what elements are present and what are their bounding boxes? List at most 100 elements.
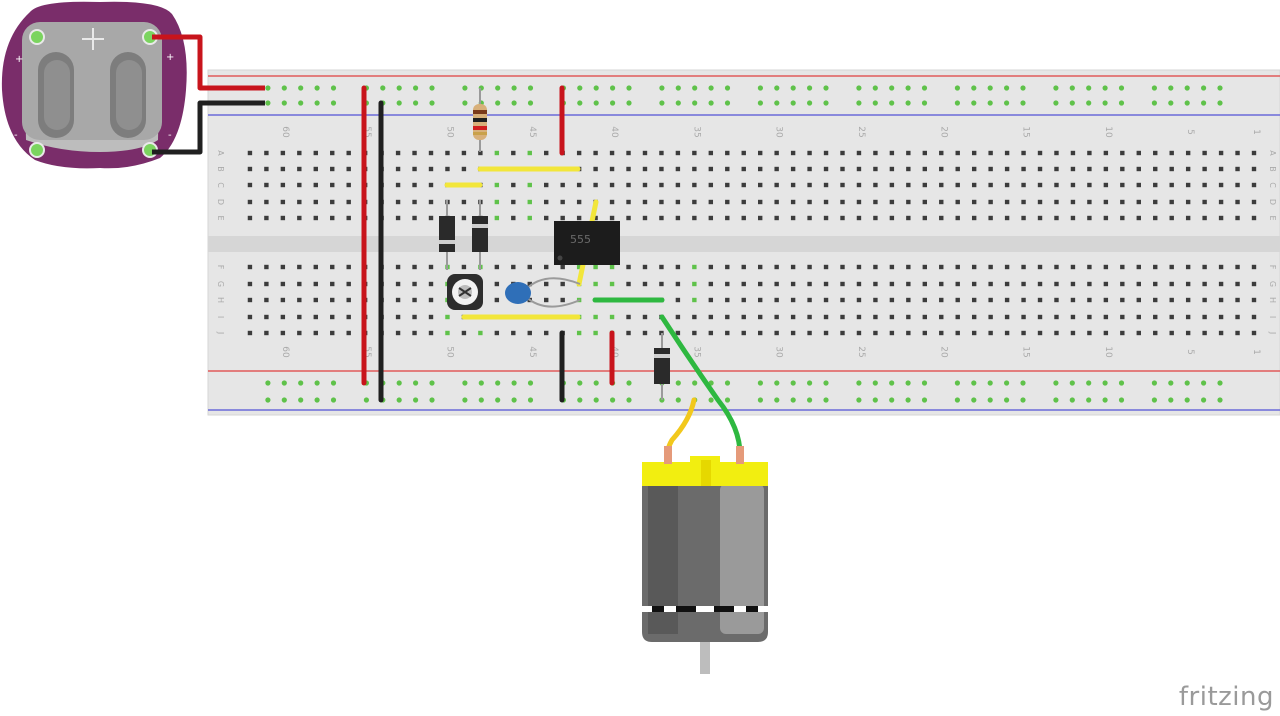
breadboard-hole[interactable] [741,215,746,221]
breadboard-hole[interactable] [478,330,483,336]
breadboard-hole[interactable] [313,182,318,188]
breadboard-hole[interactable] [774,264,779,270]
breadboard-hole[interactable] [1120,297,1125,303]
rail-hole[interactable] [1020,380,1026,386]
breadboard-hole[interactable] [774,199,779,205]
breadboard-hole[interactable] [428,264,434,270]
breadboard-hole[interactable] [1021,215,1026,221]
breadboard-hole[interactable] [280,281,286,287]
breadboard-hole[interactable] [593,314,598,320]
rail-hole[interactable] [757,85,764,91]
breadboard-hole[interactable] [873,281,878,287]
dc-motor[interactable] [642,446,768,674]
breadboard-hole[interactable] [247,182,253,188]
rail-hole[interactable] [363,397,369,403]
breadboard-hole[interactable] [280,215,286,221]
rail-hole[interactable] [1118,85,1125,91]
breadboard-hole[interactable] [1070,330,1076,336]
rail-hole[interactable] [429,397,435,403]
breadboard-hole[interactable] [264,330,269,336]
breadboard-hole[interactable] [971,182,977,188]
breadboard-hole[interactable] [840,182,845,188]
rail-hole[interactable] [659,100,665,106]
breadboard-hole[interactable] [955,297,960,303]
breadboard-hole[interactable] [955,281,960,287]
breadboard-hole[interactable] [642,281,648,287]
breadboard-hole[interactable] [264,199,269,205]
breadboard-hole[interactable] [395,150,401,156]
rail-hole[interactable] [1086,380,1092,386]
breadboard-hole[interactable] [922,215,927,221]
breadboard-hole[interactable] [922,314,927,320]
breadboard-hole[interactable] [708,314,714,320]
breadboard-hole[interactable] [1136,182,1141,188]
rail-hole[interactable] [462,397,468,403]
breadboard-hole[interactable] [741,314,746,320]
rail-hole[interactable] [1168,100,1174,106]
breadboard-hole[interactable] [1103,314,1109,320]
breadboard-hole[interactable] [560,182,565,188]
breadboard-hole[interactable] [725,199,730,205]
breadboard-hole[interactable] [511,215,516,221]
rail-hole[interactable] [790,397,796,403]
breadboard-hole[interactable] [527,182,532,188]
breadboard-hole[interactable] [264,314,269,320]
breadboard-hole[interactable] [346,330,351,336]
breadboard-hole[interactable] [1021,264,1026,270]
breadboard-hole[interactable] [906,199,911,205]
breadboard-hole[interactable] [609,215,615,221]
breadboard-hole[interactable] [659,182,664,188]
breadboard-hole[interactable] [906,150,911,156]
breadboard-hole[interactable] [330,199,335,205]
rail-hole[interactable] [675,100,681,106]
rail-hole[interactable] [872,397,878,403]
breadboard-hole[interactable] [922,182,927,188]
rail-hole[interactable] [872,100,878,106]
rail-hole[interactable] [314,397,320,403]
battery-black-lead[interactable] [152,100,265,155]
breadboard-hole[interactable] [1251,281,1257,287]
rail-hole[interactable] [987,380,993,386]
breadboard-hole[interactable] [955,215,960,221]
breadboard-hole[interactable] [955,199,960,205]
breadboard-hole[interactable] [774,281,779,287]
rail-hole[interactable] [790,380,796,386]
breadboard-hole[interactable] [1037,281,1043,287]
rail-hole[interactable] [790,100,796,106]
rail-hole[interactable] [1020,85,1026,91]
breadboard-hole[interactable] [725,215,730,221]
breadboard-hole[interactable] [790,182,796,188]
breadboard-hole[interactable] [988,199,993,205]
breadboard-hole[interactable] [971,199,977,205]
breadboard-hole[interactable] [1021,166,1026,172]
breadboard-hole[interactable] [856,215,862,221]
rail-hole[interactable] [380,85,386,91]
breadboard-hole[interactable] [873,199,878,205]
breadboard-hole[interactable] [1136,281,1141,287]
breadboard-hole[interactable] [461,150,467,156]
breadboard-hole[interactable] [395,281,401,287]
breadboard-hole[interactable] [461,199,467,205]
breadboard-hole[interactable] [708,215,714,221]
breadboard-hole[interactable] [1218,182,1224,188]
breadboard-hole[interactable] [593,264,598,270]
breadboard-hole[interactable] [692,314,697,320]
breadboard-hole[interactable] [511,182,516,188]
rail-hole[interactable] [577,397,583,403]
breadboard-hole[interactable] [692,264,697,270]
breadboard-hole[interactable] [609,166,615,172]
breadboard-hole[interactable] [692,150,697,156]
breadboard-hole[interactable] [626,215,631,221]
rail-hole[interactable] [1086,397,1092,403]
breadboard-hole[interactable] [445,330,450,336]
breadboard-hole[interactable] [1004,281,1010,287]
rail-hole[interactable] [610,85,616,91]
breadboard-hole[interactable] [971,166,977,172]
rail-hole[interactable] [511,85,517,91]
breadboard-hole[interactable] [790,150,796,156]
breadboard-hole[interactable] [1037,215,1043,221]
breadboard-hole[interactable] [971,314,977,320]
breadboard-hole[interactable] [774,182,779,188]
breadboard-hole[interactable] [1021,330,1026,336]
breadboard-hole[interactable] [297,314,302,320]
